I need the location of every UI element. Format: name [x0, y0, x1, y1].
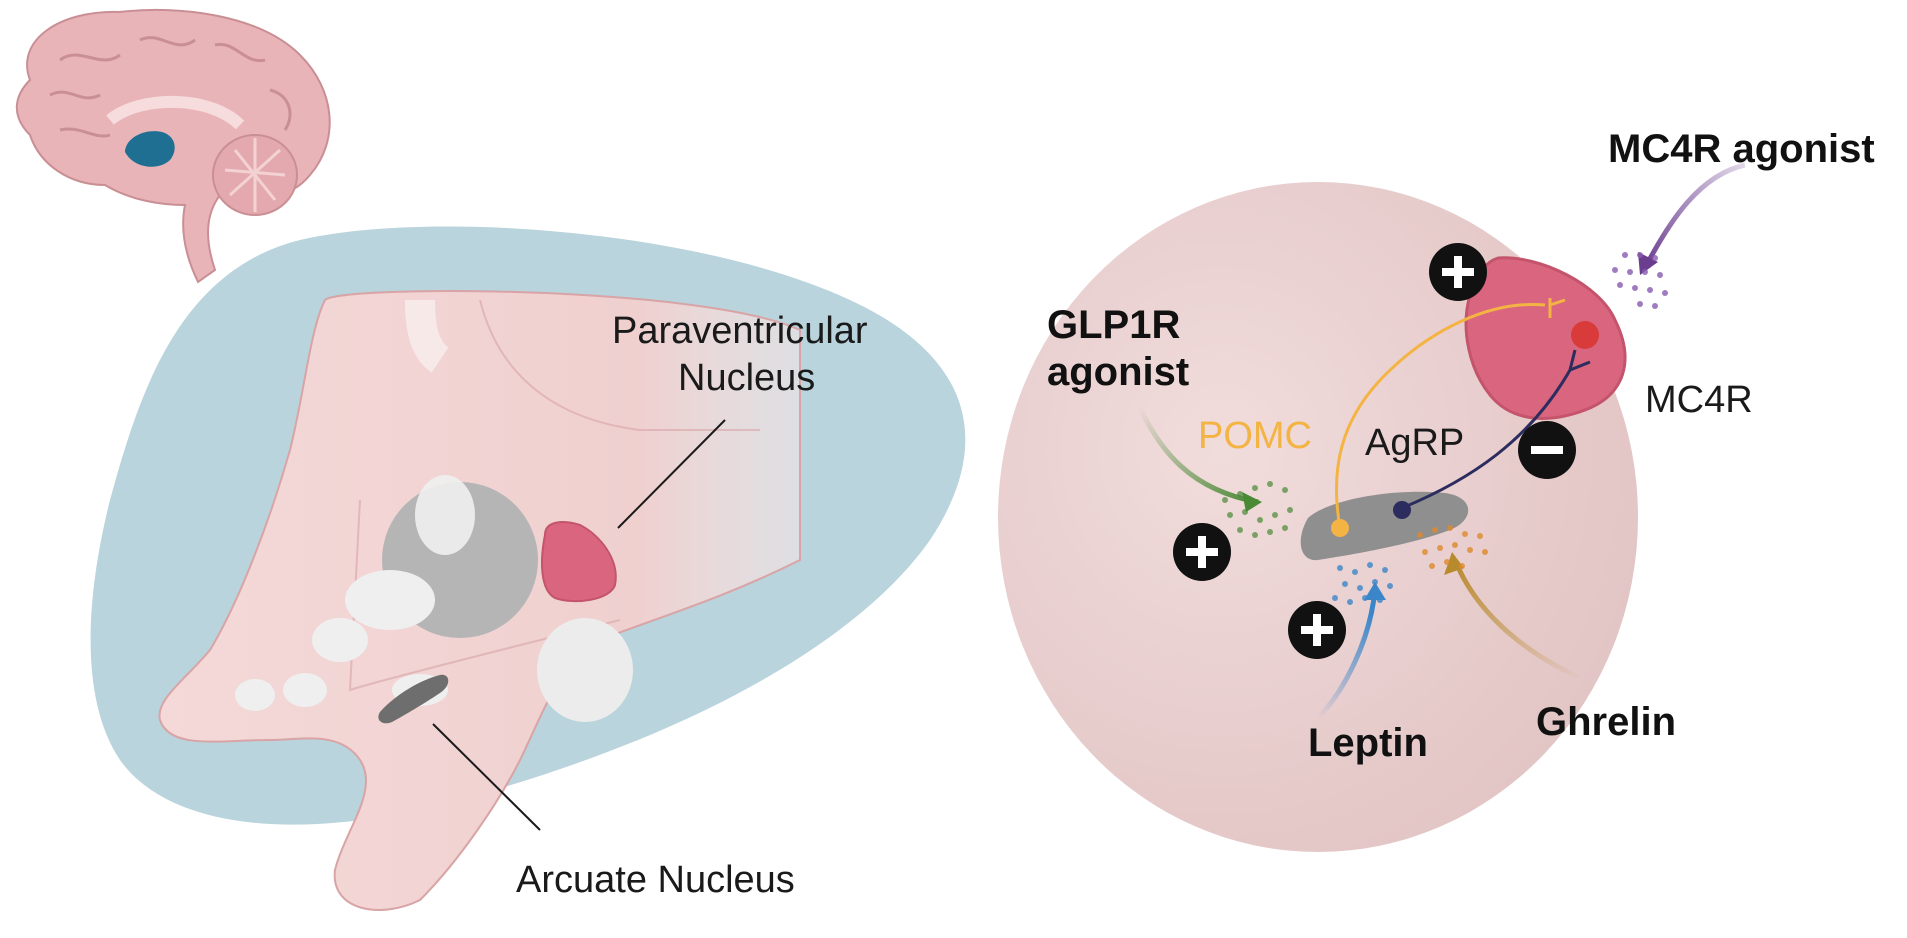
paraventricular-label-line2: Nucleus: [678, 357, 815, 399]
ghrelin-label: Ghrelin: [1536, 700, 1676, 744]
plus-icon-glp1r: [1173, 523, 1231, 581]
mc4r-agonist-arrow: [1642, 162, 1746, 270]
paraventricular-nucleus: [541, 521, 617, 603]
minus-icon-agrp: [1518, 421, 1576, 479]
agrp-axon: [1401, 369, 1572, 510]
agrp-label: AgRP: [1365, 422, 1464, 464]
glp1r-label-line1: GLP1R: [1047, 303, 1180, 347]
leptin-dots: [1332, 562, 1393, 605]
mc4r-receptor: [1571, 321, 1599, 349]
arcuate-nucleus: [378, 674, 449, 724]
glp1r-dots: [1222, 481, 1293, 538]
pomc-axon: [1334, 302, 1546, 529]
paraventricular-label-line1: Paraventricular: [612, 310, 868, 352]
glp1r-label-line2: agonist: [1047, 350, 1189, 394]
hypothalamus-highlight: [125, 131, 175, 167]
leptin-arrow: [1316, 589, 1378, 720]
ghrelin-dots: [1417, 525, 1488, 569]
neuron-diagram: [998, 162, 1746, 852]
hypothalamus-section: [90, 226, 966, 911]
pomc-label: POMC: [1198, 415, 1312, 457]
mc4r-agonist-label: MC4R agonist: [1608, 127, 1875, 171]
leptin-label: Leptin: [1308, 721, 1428, 765]
ghrelin-arrow: [1452, 559, 1582, 681]
agrp-neuron: [1300, 491, 1469, 561]
mc4r-neuron: [1464, 256, 1627, 420]
brain-icon: [15, 8, 331, 284]
glp1r-arrow: [1137, 406, 1259, 505]
pomc-soma-dot: [1331, 519, 1349, 537]
mc4r-label: MC4R: [1645, 379, 1753, 421]
mc4r-agonist-dots: [1612, 252, 1668, 309]
arcuate-label: Arcuate Nucleus: [516, 859, 795, 901]
plus-icon-leptin: [1288, 601, 1346, 659]
plus-icon-mc4r: [1429, 243, 1487, 301]
agrp-soma-dot: [1393, 501, 1411, 519]
